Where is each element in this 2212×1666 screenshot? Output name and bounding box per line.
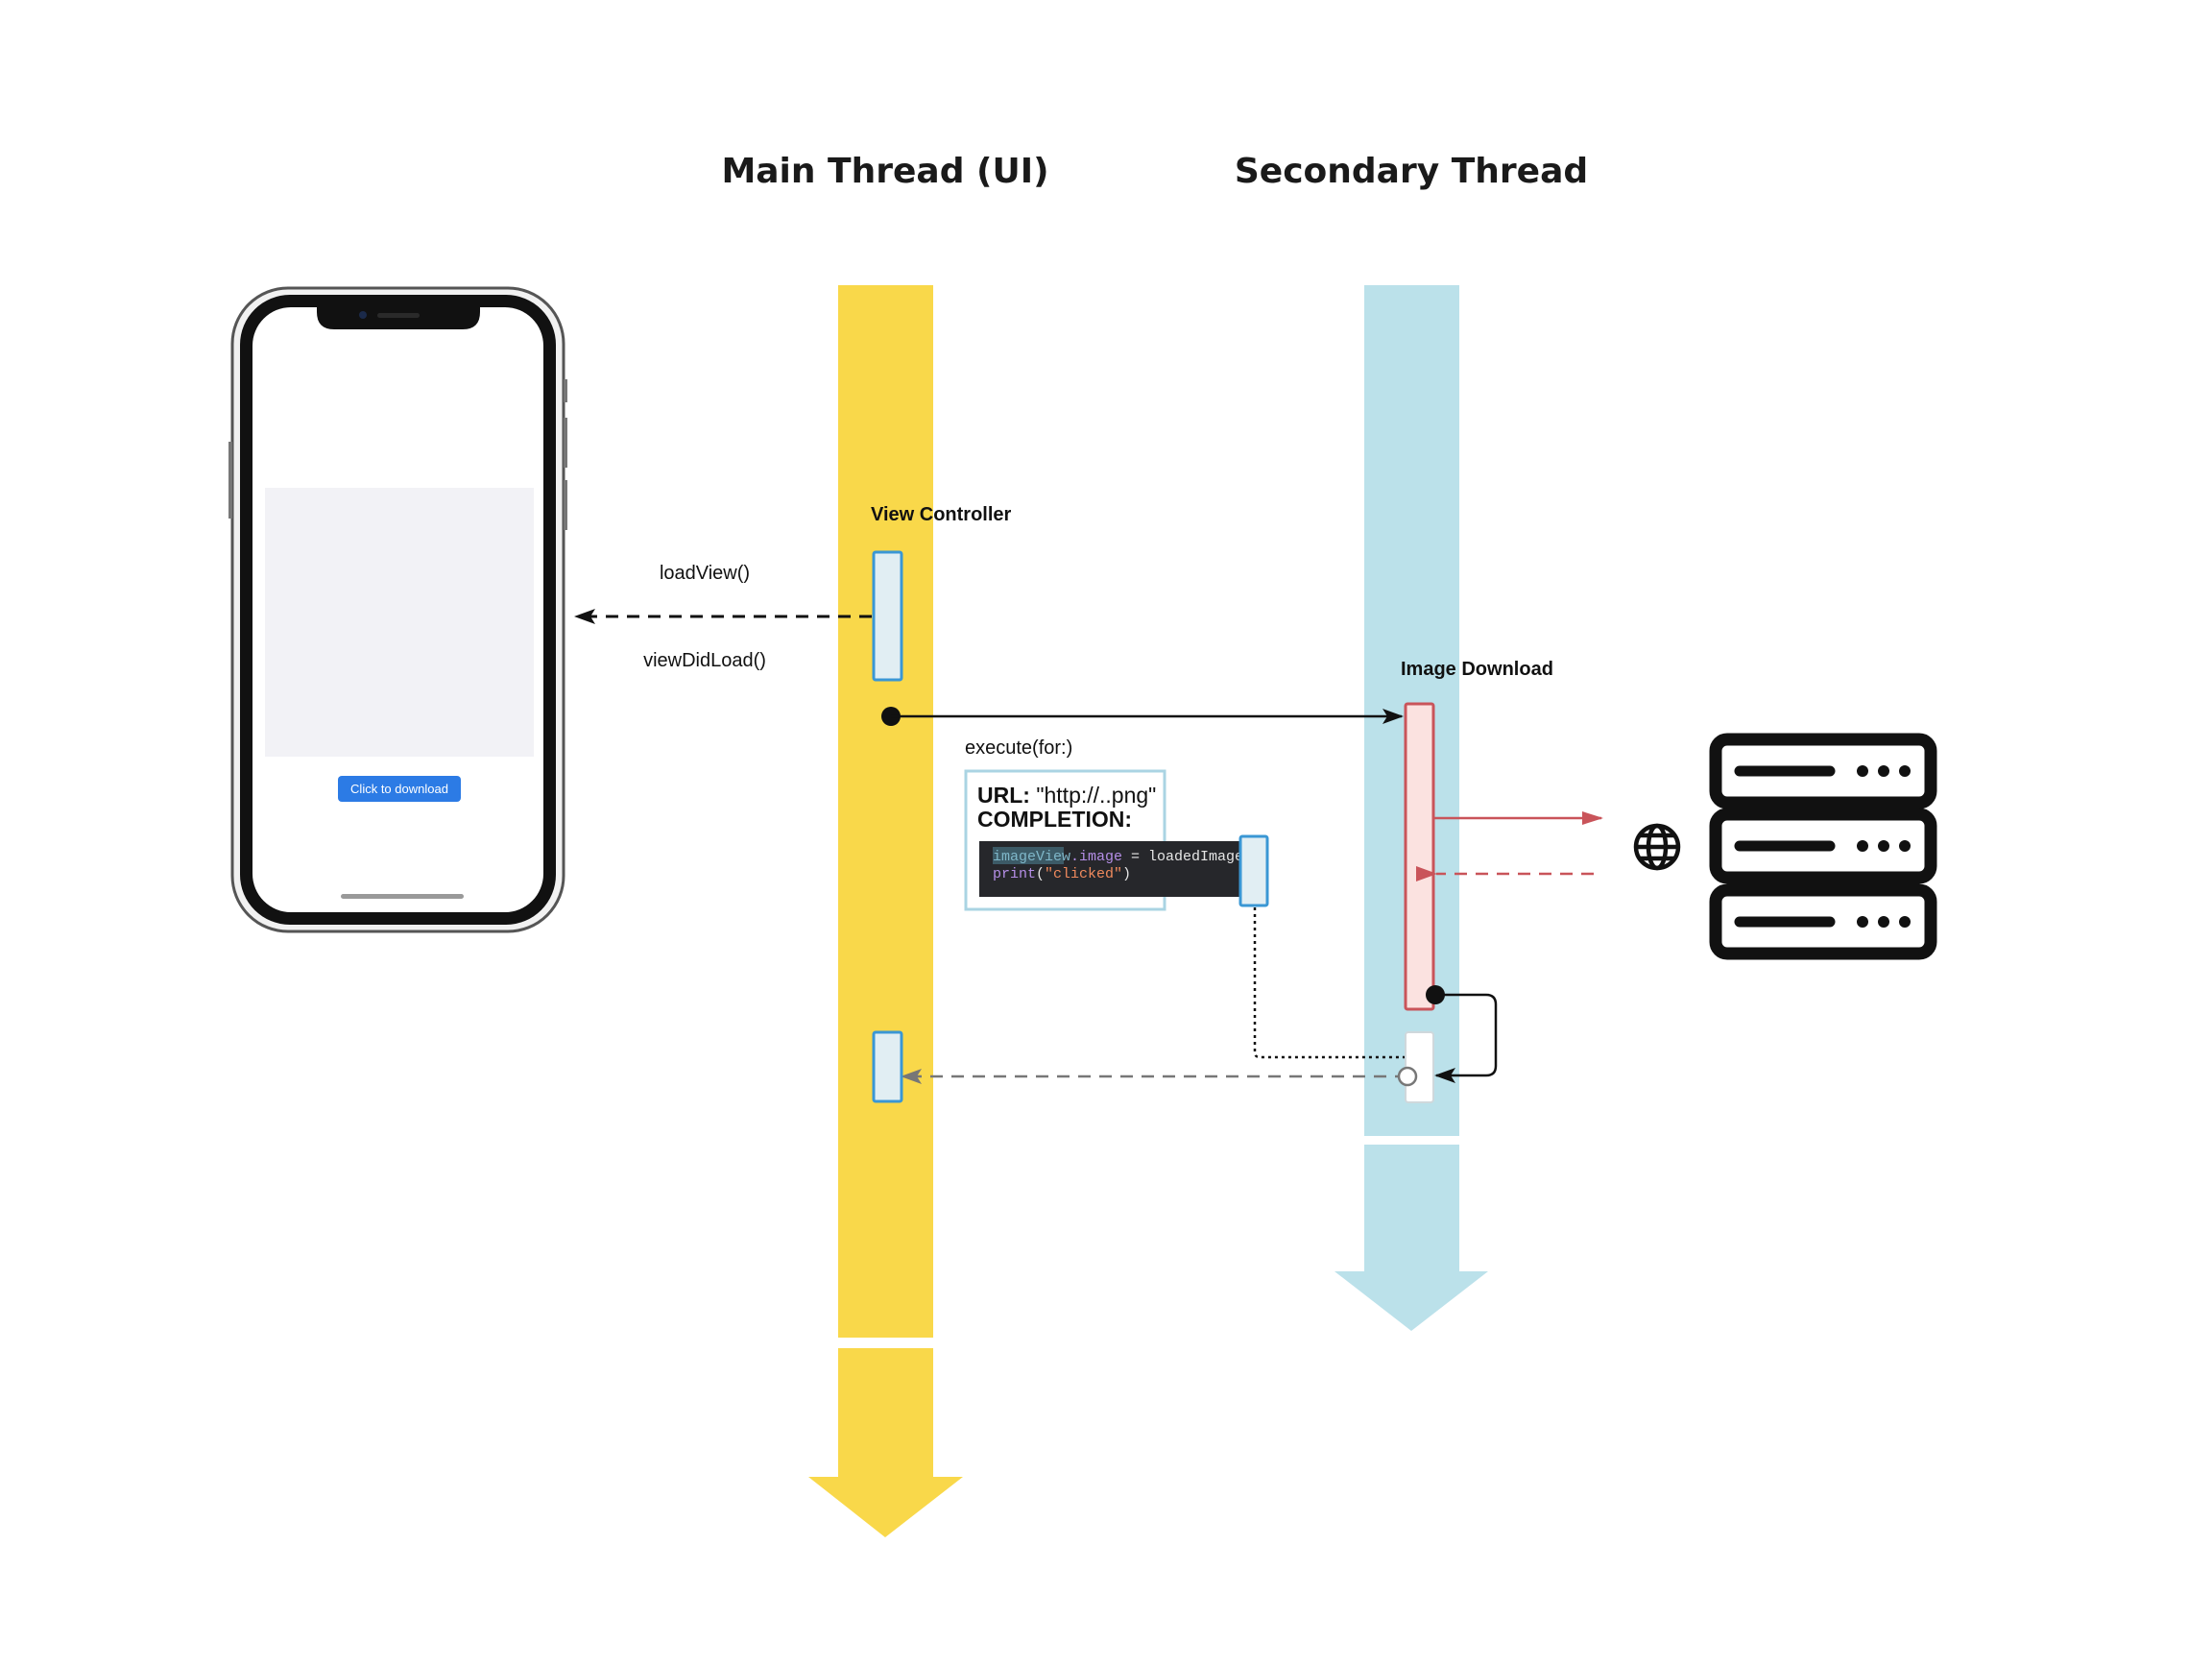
dispatch-start-circle	[1397, 1066, 1418, 1087]
main-thread-heading: Main Thread (UI)	[721, 152, 1048, 191]
view-controller-activation	[872, 550, 903, 682]
code-line-1: imageView.image = loadedImage	[993, 849, 1243, 865]
code-line-1-token-0: imageView	[993, 849, 1070, 865]
note-url-key: URL:	[977, 783, 1030, 808]
home-indicator	[341, 894, 464, 899]
server-stack-icon	[1709, 733, 1937, 960]
image-placeholder	[265, 488, 534, 757]
code-line-2-token-0: print	[993, 866, 1036, 882]
code-line-2: print("clicked")	[993, 866, 1131, 882]
code-line-1-token-2: = loadedImage	[1122, 849, 1243, 865]
ui-update-activation	[872, 1030, 903, 1103]
completion-activation	[1238, 834, 1269, 907]
view-did-load-label: viewDidLoad()	[643, 650, 766, 671]
execute-label: execute(for:)	[965, 737, 1072, 759]
code-line-2-token-1: (	[1036, 866, 1045, 882]
code-line-1-token-1: .image	[1070, 849, 1122, 865]
download-button[interactable]	[338, 776, 461, 802]
load-view-label: loadView()	[660, 563, 750, 584]
code-line-2-token-3: )	[1122, 866, 1131, 882]
svg-text:URL: "http://..png": URL: "http://..png"	[977, 783, 1156, 808]
secondary-thread-heading: Secondary Thread	[1235, 152, 1588, 191]
iphone-mockup: Click to download	[228, 286, 567, 933]
code-line-2-token-2: "clicked"	[1045, 866, 1122, 882]
download-complete-arrow	[1434, 993, 1498, 1083]
view-controller-label: View Controller	[871, 504, 1012, 525]
completion-link	[1253, 907, 1405, 1059]
download-complete-dot	[1426, 985, 1445, 1004]
note-url-value: "http://..png"	[1030, 783, 1156, 808]
download-button-label: Click to download	[350, 782, 448, 796]
image-download-label: Image Download	[1401, 659, 1553, 680]
execute-parameters-note: URL: "http://..png" COMPLETION: imageVie…	[964, 769, 1243, 911]
note-completion-label: COMPLETION:	[977, 807, 1132, 832]
main-thread-lane	[808, 285, 963, 1537]
image-download-activation	[1404, 702, 1435, 1011]
globe-icon	[1633, 823, 1681, 871]
